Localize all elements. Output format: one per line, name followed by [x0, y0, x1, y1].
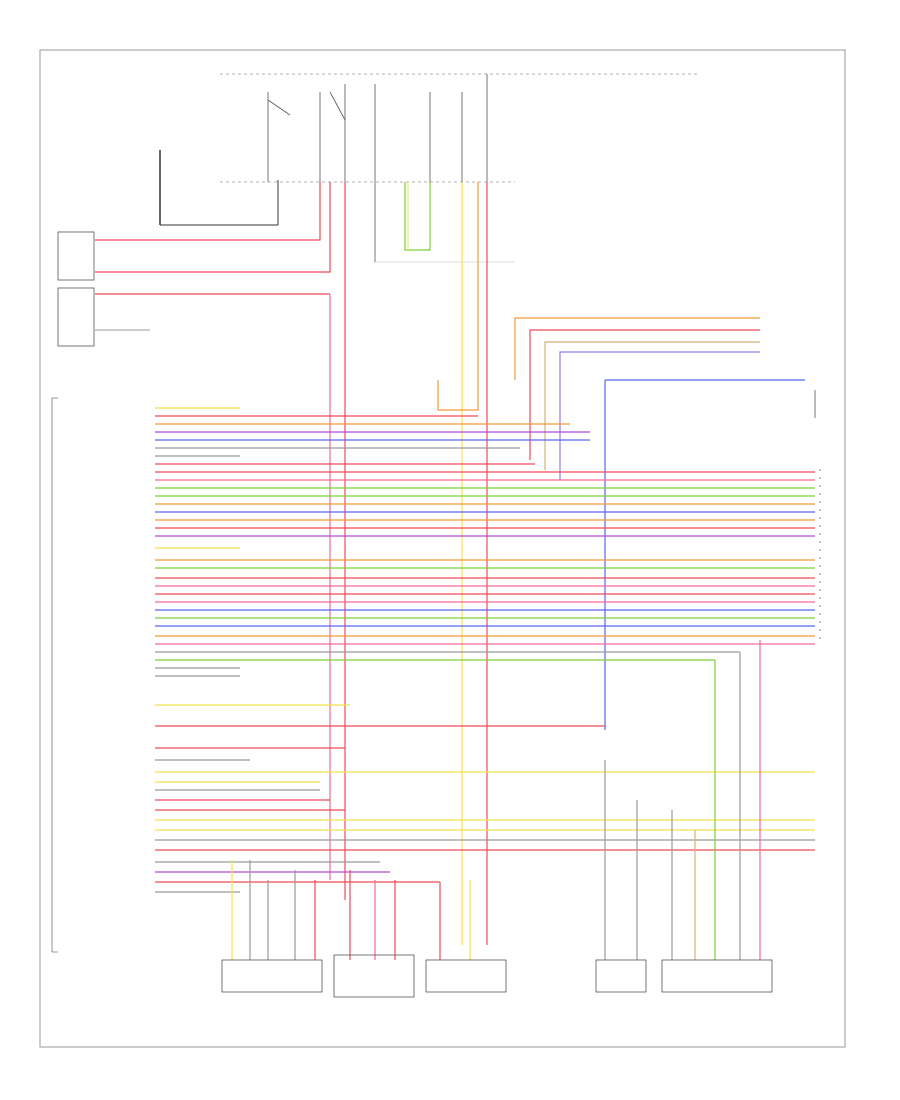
right-pin-dot — [819, 493, 821, 495]
wire-orange-up — [437, 182, 479, 411]
right-pin-dot — [819, 517, 821, 519]
right-pin-dot — [819, 581, 821, 583]
wire-orange-r1 — [514, 317, 760, 380]
key-fob-module — [57, 287, 95, 347]
right-pin-dot — [819, 565, 821, 567]
right-pin-dot — [819, 501, 821, 503]
right-pin-dot — [819, 509, 821, 511]
right-pin-dot — [819, 573, 821, 575]
right-pin-dot — [819, 533, 821, 535]
right-pin-dot — [819, 469, 821, 471]
right-pin-dot — [819, 605, 821, 607]
right-pin-dot — [819, 485, 821, 487]
right-pin-dot — [819, 613, 821, 615]
wires-group — [95, 182, 821, 960]
ignition-switch-drawing — [267, 74, 488, 262]
wire-tan-r — [544, 341, 760, 470]
right-pin-dot — [819, 637, 821, 639]
component-box-3 — [425, 959, 507, 993]
component-box-1 — [221, 959, 323, 993]
right-pin-dot — [819, 597, 821, 599]
receiver-module — [57, 231, 95, 281]
right-pin-dot — [819, 621, 821, 623]
bottom-components — [221, 954, 773, 998]
right-pin-dot — [819, 589, 821, 591]
wire-green-loop — [404, 182, 431, 251]
frame-border — [39, 49, 846, 1048]
wire-violet-r — [559, 351, 760, 480]
right-pin-dot — [819, 541, 821, 543]
right-pin-dot — [819, 477, 821, 479]
right-pin-dot — [819, 525, 821, 527]
wire-red-top — [95, 182, 321, 241]
wire-red-r — [529, 329, 760, 460]
control-module-bracket — [51, 397, 58, 953]
right-pin-dot — [819, 557, 821, 559]
wire-red-2 — [95, 182, 331, 273]
component-box-2 — [333, 954, 415, 998]
right-pin-dot — [819, 549, 821, 551]
component-box-4 — [595, 959, 647, 993]
right-pin-dot — [819, 629, 821, 631]
component-box-5 — [661, 959, 773, 993]
